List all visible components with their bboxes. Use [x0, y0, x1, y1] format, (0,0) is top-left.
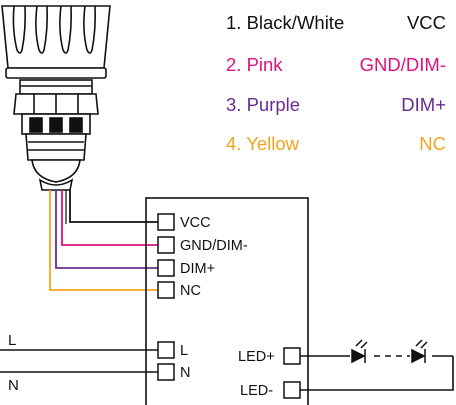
legend-wire-label: 4. Yellow [226, 133, 300, 154]
terminal-n-box [157, 363, 175, 381]
terminal-l-box [157, 341, 175, 359]
wire-dim-plus [55, 190, 158, 269]
terminal-dim-plus-box [157, 259, 175, 277]
led-circuit [300, 355, 454, 391]
led-diode-icon [351, 339, 368, 364]
terminal-vcc-box [157, 213, 175, 231]
terminal-nc-box [157, 281, 175, 299]
color-legend: 1. Black/White VCC 2. Pink GND/DIM- 3. Purpl… [226, 12, 446, 154]
mains-n-label: N [8, 377, 19, 394]
legend-function-label: VCC [407, 12, 446, 33]
legend-wire-label: 3. Purple [226, 94, 300, 115]
terminal-led-minus-label: LED- [240, 383, 273, 399]
terminal-gnd-dim-label: GND/DIM- [180, 238, 248, 254]
legend-function-label: NC [419, 133, 446, 154]
dimmer-knob-icon [1, 5, 111, 191]
driver-box [145, 197, 309, 405]
wire-gnd-dim [61, 190, 158, 246]
terminal-nc-label: NC [180, 283, 201, 299]
legend-function-label: GND/DIM- [360, 54, 446, 75]
legend-wire-label: 2. Pink [226, 54, 283, 75]
terminal-vcc-label: VCC [180, 215, 211, 231]
terminal-led-minus-box [283, 381, 301, 399]
wire-nc [49, 190, 158, 291]
terminal-led-plus-label: LED+ [238, 349, 275, 365]
wire-vcc [65, 190, 158, 224]
terminal-gnd-dim-box [157, 236, 175, 254]
terminal-l-label: L [180, 343, 188, 359]
led-diode-icon-2 [411, 339, 428, 364]
terminal-led-plus-box [283, 347, 301, 365]
terminal-dim-plus-label: DIM+ [180, 261, 215, 277]
terminal-n-label: N [180, 365, 190, 381]
mains-l-label: L [8, 332, 16, 349]
legend-wire-label: 1. Black/White [226, 12, 344, 33]
legend-function-label: DIM+ [401, 94, 446, 115]
